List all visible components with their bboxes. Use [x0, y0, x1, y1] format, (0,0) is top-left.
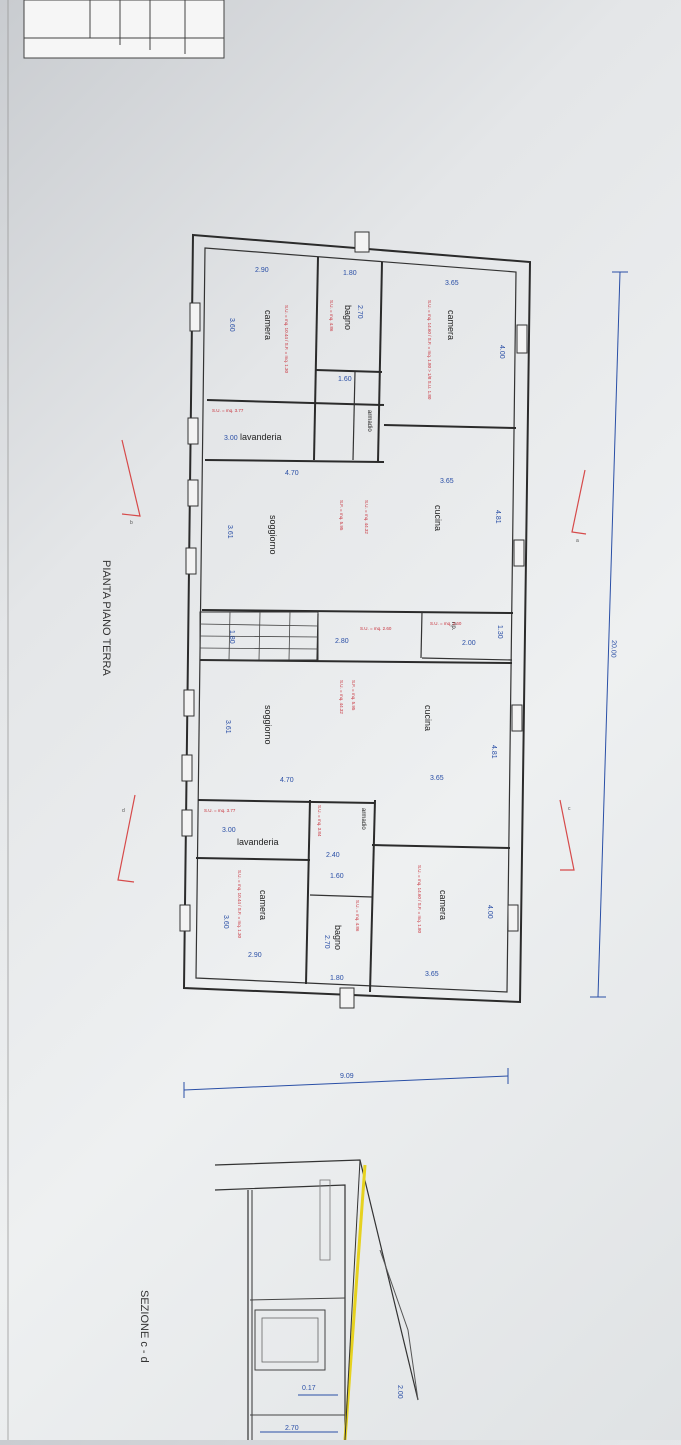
room-dim: 3.65: [425, 971, 439, 978]
room-red-note: S.F. = mq. 5.95: [339, 500, 344, 531]
section-marker-d: d: [122, 808, 125, 814]
section-marker-c: c: [568, 806, 571, 812]
room-dim: 3.65: [430, 775, 444, 782]
room-label: soggiorno: [263, 705, 273, 745]
room-dim: 4.81: [494, 510, 501, 524]
room-label: armadio: [360, 808, 366, 830]
room-red-note: S.U. = mq. 4.86: [329, 300, 334, 332]
section-dim-1: 0.17: [302, 1385, 316, 1392]
room-dim: 1.60: [338, 376, 352, 383]
windows: [179, 231, 528, 1009]
room-dim: 2.40: [326, 852, 340, 859]
interior-walls: [195, 256, 517, 993]
section-title: SEZIONE c - d: [138, 1290, 150, 1363]
room-red-note: S.U. = mq. 14.60 / S.F. = mq. 1.80 > 1/8…: [427, 300, 432, 400]
room-dim: 4.70: [285, 470, 299, 477]
room-red-note: S.U. = mq. 44.32: [339, 680, 344, 714]
room-dim: 3.60: [222, 915, 229, 929]
room-label: cucina: [433, 505, 443, 531]
room-dim: 3.61: [226, 525, 233, 539]
section-marker-a: a: [576, 538, 579, 544]
building-outline: [182, 233, 532, 1004]
unit-b-rooms: soggiorno 4.70 3.61 S.U. = mq. 44.32 cuc…: [204, 680, 497, 982]
room-red-note: S.U. = mq. 10.44 / S.F. = mq. 1.30: [237, 870, 242, 939]
room-dim: 4.81: [490, 745, 497, 759]
overall-length-dimension: 20.00: [590, 271, 628, 998]
room-dim: 2.90: [248, 952, 262, 959]
room-dim: 3.65: [445, 280, 459, 287]
room-dim: 3.61: [224, 720, 231, 734]
room-dim: 2.00: [462, 640, 476, 647]
unit-a-rooms: camera 3.65 4.00 S.U. = mq. 14.60 / S.F.…: [212, 267, 505, 647]
room-dim: 4.70: [280, 777, 294, 784]
room-red-note: S.U. = mq. 4.86: [355, 900, 360, 932]
room-label: camera: [446, 310, 456, 340]
room-label: cucina: [423, 705, 433, 731]
room-dim: 1.30: [496, 625, 503, 639]
building-depth-label: 9.09: [340, 1073, 354, 1080]
room-red-note: S.U. = mq. 3.77: [204, 808, 236, 813]
room-red-note: S.U. = mq. 44.32: [364, 500, 369, 534]
room-red-note: S.U. = mq. 3.84: [317, 805, 322, 837]
room-label: rip.: [450, 622, 456, 631]
stair-dim-2: 2.80: [335, 638, 349, 645]
stair-dim-1: 1.80: [228, 630, 235, 644]
room-label: soggiorno: [268, 515, 278, 555]
room-dim: 1.80: [330, 975, 344, 982]
room-dim: 4.00: [498, 345, 505, 359]
room-dim: 4.00: [486, 905, 493, 919]
room-label: camera: [258, 890, 268, 920]
room-label: lavanderia: [240, 432, 282, 442]
section-dim-2: 2.70: [285, 1425, 299, 1432]
room-red-note: S.F. = mq. 5.95: [351, 680, 356, 711]
section-drawing: 0.17 2.70 2.00 SEZIONE c - d: [138, 1159, 419, 1441]
room-red-note: S.U. = mq. 10.44 / S.F. = mq. 1.30: [284, 305, 289, 374]
title-block: [7, 0, 225, 1440]
room-dim: 2.90: [255, 267, 269, 274]
room-red-note: S.U. = mq. 14.60 / S.F. = mq. 1.80: [417, 865, 422, 934]
room-dim: 1.80: [343, 270, 357, 277]
room-dim: 3.60: [228, 318, 235, 332]
room-dim: 3.00: [224, 435, 238, 442]
room-dim: 2.70: [356, 305, 363, 319]
plan-title: PIANTA PIANO TERRA: [100, 560, 112, 676]
section-dim-3: 2.00: [396, 1385, 403, 1399]
stair-red-note: S.U. = mq. 2.60: [360, 626, 392, 631]
section-marker-b: b: [130, 520, 133, 526]
room-red-note: S.U. = mq. 3.77: [212, 408, 244, 413]
section-markers: b a c d: [117, 439, 587, 883]
room-label: camera: [438, 890, 448, 920]
room-dim: 2.70: [323, 935, 330, 949]
room-label: armadio: [366, 410, 372, 432]
room-label: lavanderia: [237, 837, 279, 847]
room-label: camera: [263, 310, 273, 340]
room-red-note: S.U. = mq. 2.60: [430, 621, 462, 626]
building-depth-dimension: 9.09: [183, 1068, 509, 1098]
staircase: 1.80 2.80 S.U. = mq. 2.60: [199, 611, 392, 661]
room-label: bagno: [343, 305, 353, 330]
room-dim: 1.60: [330, 873, 344, 880]
overall-length-label: 20.00: [609, 640, 617, 658]
room-dim: 3.65: [440, 478, 454, 485]
room-label: bagno: [333, 925, 343, 950]
room-dim: 3.00: [222, 827, 236, 834]
